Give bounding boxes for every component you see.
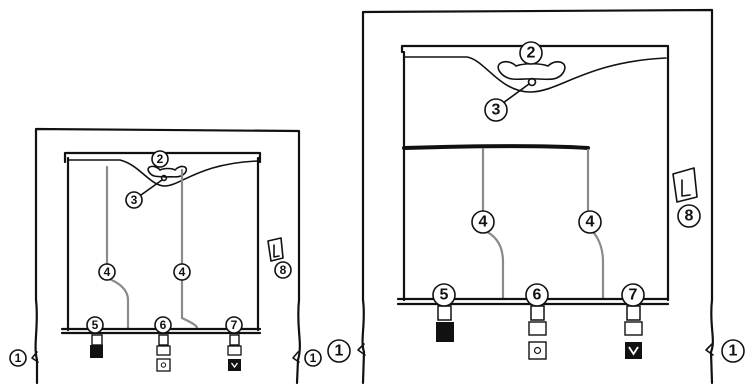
large-callout-1-right: 1: [721, 339, 745, 363]
large-callout-4-right: 4: [578, 210, 602, 234]
large-shelf-bar: [402, 144, 590, 150]
large-sensor-8: [672, 167, 698, 203]
small-light: [160, 174, 168, 182]
svg-text:6: 6: [533, 287, 542, 304]
large-switch-7: [624, 305, 643, 359]
large-wave-panel: [403, 56, 667, 93]
svg-text:8: 8: [685, 208, 694, 225]
small-leader-3: [140, 179, 163, 196]
large-callout-5: 5: [432, 283, 456, 307]
small-wave-panel: [67, 159, 259, 187]
small-switch-5: [90, 334, 103, 358]
small-handle: [147, 165, 188, 178]
small-right-notch: [292, 351, 300, 363]
small-callout-6: 6: [154, 316, 172, 334]
large-switch-6: [528, 305, 547, 360]
large-callout-6: 6: [525, 283, 549, 307]
large-leader-3: [502, 83, 530, 104]
svg-text:1: 1: [15, 351, 22, 365]
large-left-notch: [357, 343, 366, 356]
svg-text:5: 5: [92, 318, 99, 332]
svg-text:8: 8: [280, 263, 287, 277]
large-callout-8: 8: [677, 204, 701, 228]
large-right-notch: [705, 343, 714, 356]
svg-text:4: 4: [479, 214, 488, 231]
large-unit-diagram: 2 3 4 4 5 6 7 8: [327, 8, 745, 385]
svg-text:2: 2: [157, 152, 164, 166]
small-callout-4-right: 4: [173, 263, 191, 281]
large-light: [527, 77, 537, 87]
large-callout-3: 3: [484, 98, 508, 122]
small-cable-right: [180, 168, 199, 330]
svg-text:7: 7: [231, 318, 238, 332]
svg-text:6: 6: [160, 318, 167, 332]
svg-text:4: 4: [104, 265, 111, 279]
small-left-notch: [31, 351, 39, 363]
svg-text:7: 7: [629, 287, 638, 304]
small-callout-3: 3: [125, 191, 143, 209]
small-callout-1-left: 1: [9, 349, 27, 367]
small-switch-6: [156, 334, 171, 372]
large-callout-7: 7: [621, 283, 645, 307]
small-callout-4-left: 4: [98, 263, 116, 281]
svg-text:3: 3: [131, 193, 138, 207]
small-callout-2: 2: [151, 150, 169, 168]
small-cable-left: [105, 165, 130, 330]
large-callout-4-left: 4: [471, 210, 495, 234]
svg-text:1: 1: [310, 351, 317, 365]
large-switch-5: [436, 305, 454, 342]
large-callout-2: 2: [519, 41, 543, 65]
small-callout-5: 5: [86, 316, 104, 334]
svg-text:2: 2: [527, 45, 536, 62]
svg-text:1: 1: [335, 343, 344, 360]
svg-text:3: 3: [492, 102, 501, 119]
svg-text:5: 5: [440, 287, 449, 304]
small-callout-1-right: 1: [304, 349, 322, 367]
large-callout-1-left: 1: [327, 339, 351, 363]
small-cabinet-outline: [34, 127, 301, 385]
small-sensor-8: [267, 237, 284, 262]
large-cabinet-outline: [361, 8, 714, 385]
small-callout-8: 8: [274, 261, 292, 279]
small-switch-7: [227, 334, 242, 371]
svg-text:4: 4: [586, 214, 595, 231]
small-callout-7: 7: [225, 316, 243, 334]
svg-text:1: 1: [729, 343, 738, 360]
small-unit-diagram: 2 3 4 4 5 6 7 8: [9, 127, 322, 385]
svg-text:4: 4: [179, 265, 186, 279]
